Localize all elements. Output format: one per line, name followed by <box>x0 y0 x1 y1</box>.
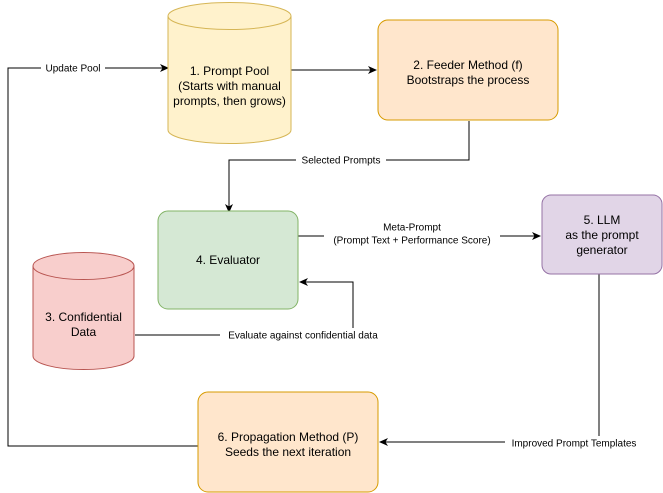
edge-selected-prompts: Selected Prompts <box>225 121 470 213</box>
node-feeder-method-line-1: 2. Feeder Method (f) <box>413 58 522 72</box>
edge-label-evaluate-confidential: Evaluate against confidential data <box>228 331 378 342</box>
node-propagation-method-line-2: Seeds the next iteration <box>225 445 351 459</box>
edge-improved-templates: Improved Prompt Templates <box>379 274 643 450</box>
edge-label-meta-prompt-line-2: (Prompt Text + Performance Score) <box>333 236 490 247</box>
node-llm-line-1: 5. LLM <box>584 213 621 227</box>
node-feeder-method-line-2: Bootstraps the process <box>407 73 530 87</box>
node-evaluator[interactable]: 4. Evaluator <box>157 210 299 310</box>
edge-update-pool: Update Pool <box>7 61 198 447</box>
edge-meta-prompt: Meta-Prompt (Prompt Text + Performance S… <box>298 220 541 247</box>
node-prompt-pool-line-3: prompts, then grows) <box>173 94 286 108</box>
node-confidential-data-line-2: Data <box>71 325 97 339</box>
node-propagation-method-line-1: 6. Propagation Method (P) <box>218 430 359 444</box>
node-llm-line-3: generator <box>576 243 627 257</box>
node-confidential-data[interactable]: 3. Confidential Data <box>32 252 135 370</box>
node-prompt-pool[interactable]: 1. Prompt Pool (Starts with manual promp… <box>167 2 292 144</box>
node-feeder-method[interactable]: 2. Feeder Method (f) Bootstraps the proc… <box>377 19 559 121</box>
edge-label-meta-prompt-line-1: Meta-Prompt <box>383 223 441 234</box>
node-evaluator-label: 4. Evaluator <box>196 253 260 267</box>
edge-label-selected-prompts: Selected Prompts <box>302 156 381 167</box>
node-confidential-data-line-1: 3. Confidential <box>45 310 122 324</box>
edge-evaluate-confidential: Evaluate against confidential data <box>135 278 386 342</box>
node-llm-line-2: as the prompt <box>565 228 639 242</box>
node-prompt-pool-line-1: 1. Prompt Pool <box>190 64 269 78</box>
node-propagation-method[interactable]: 6. Propagation Method (P) Seeds the next… <box>197 391 379 493</box>
node-prompt-pool-line-2: (Starts with manual <box>178 79 281 93</box>
node-llm[interactable]: 5. LLM as the prompt generator <box>541 194 663 275</box>
edge-label-update-pool: Update Pool <box>45 64 100 75</box>
edge-label-improved-templates: Improved Prompt Templates <box>512 439 637 450</box>
